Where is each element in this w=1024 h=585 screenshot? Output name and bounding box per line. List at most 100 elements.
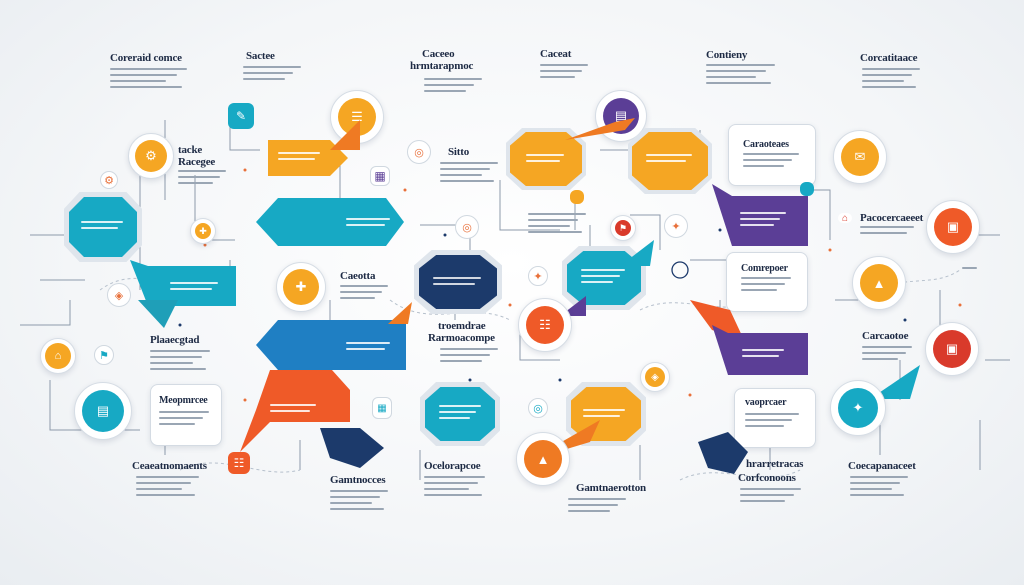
lightbulb-icon: ✚ xyxy=(283,269,319,305)
arrow-notch xyxy=(388,302,412,324)
small-marker xyxy=(800,182,814,196)
text-lines xyxy=(330,490,390,514)
icon-badge: ▣ xyxy=(926,200,980,254)
heading-right-5: vaoprcaer xyxy=(745,397,787,408)
text-lines xyxy=(862,346,914,364)
heading-mid-1: Sitto xyxy=(448,146,470,158)
icon-badge: ⌂ xyxy=(40,338,76,374)
flow-arrow-red xyxy=(690,300,744,340)
arrow-notch xyxy=(138,300,178,328)
star-icon: ◈ xyxy=(645,367,665,387)
flow-arrow-red xyxy=(240,370,350,452)
heading-top-6: Corcatitaace xyxy=(860,52,918,64)
heading-top-5: Contieny xyxy=(706,49,748,61)
pin-icon: ⚑ xyxy=(615,220,631,236)
text-lines xyxy=(150,350,212,374)
heading-bot-4: Gamtnaerotton xyxy=(576,482,646,494)
text-lines xyxy=(740,488,804,506)
process-node-navy xyxy=(419,255,497,309)
info-card: Comrepoer xyxy=(726,252,808,312)
icon-badge: ◈ xyxy=(640,362,670,392)
heading-left-1-sub: Racegee xyxy=(178,156,216,168)
gear-icon: ⚙ xyxy=(100,171,118,189)
headset-icon: ✦ xyxy=(838,388,878,428)
clipboard-icon: ▦ xyxy=(372,397,392,419)
arrow-notch xyxy=(870,365,920,399)
heading-bot-5-sub: Corfconoons xyxy=(738,472,796,484)
plus-icon: ✚ xyxy=(195,223,211,239)
process-node-orange xyxy=(510,132,582,186)
heading-right-1: Caraoteaes xyxy=(743,139,789,150)
note-icon: ⚙ xyxy=(135,140,167,172)
heading-bot-5: hrarretracas xyxy=(746,458,804,470)
user-icon: ⌂ xyxy=(45,343,71,369)
report-icon: ▣ xyxy=(933,330,971,368)
flow-arrow-blue xyxy=(256,320,406,370)
text-lines xyxy=(440,162,500,186)
flow-arrow-orange xyxy=(565,118,635,140)
heading-left-2: Plaaecgtad xyxy=(150,334,200,346)
icon-badge: ✦ xyxy=(830,380,886,436)
text-lines xyxy=(424,476,488,500)
icon-badge: ▣ xyxy=(925,322,979,376)
bulb-icon: ◎ xyxy=(407,140,431,164)
icon-badge: ▲ xyxy=(516,432,570,486)
text-lines xyxy=(568,498,628,516)
document-icon: ▤ xyxy=(82,390,124,432)
text-lines xyxy=(178,170,228,188)
heading-top-4: Caceat xyxy=(540,48,572,60)
flow-arrow-purple xyxy=(712,325,810,377)
globe-icon: ◎ xyxy=(528,398,548,418)
text-lines xyxy=(424,78,484,96)
text-lines xyxy=(243,66,303,84)
flow-arrow-navy xyxy=(320,428,384,468)
flow-arrow-teal xyxy=(256,198,404,246)
flow-arrow-teal xyxy=(130,260,236,306)
icon-badge: ✚ xyxy=(276,262,326,312)
heading-right-4: Carcaotoe xyxy=(862,330,909,342)
heading-left-3: Meopmrcee xyxy=(159,395,208,406)
text-lines xyxy=(110,68,190,92)
heading-bot-1: Ceaeatnomaents xyxy=(132,460,207,472)
document-icon: ✉ xyxy=(841,138,879,176)
icon-badge: ▲ xyxy=(852,256,906,310)
heading-bot-2: Gamtnocces xyxy=(330,474,386,486)
heading-left-1: tacke xyxy=(178,144,203,156)
heading-mid-3-sub: Rarmoacompe xyxy=(428,332,495,344)
text-lines xyxy=(706,64,778,88)
stack-icon: ▦ xyxy=(370,166,390,186)
icon-badge: ▤ xyxy=(74,382,132,440)
link-icon: ✦ xyxy=(664,214,688,238)
heading-bot-6: Coecapanaceet xyxy=(848,460,916,472)
rocket-icon: ▲ xyxy=(524,440,562,478)
text-lines xyxy=(440,348,500,366)
process-node-orange xyxy=(632,132,708,190)
icon-badge: ✚ xyxy=(190,218,216,244)
icon-badge: ⚙ xyxy=(128,133,174,179)
pin-icon: ⚑ xyxy=(94,345,114,365)
heading-top-1: Coreraid comce xyxy=(110,52,182,64)
small-marker xyxy=(570,190,584,204)
heading-mid-2: Caeotta xyxy=(340,270,376,282)
process-node-teal xyxy=(425,387,495,441)
heading-right-2: Pacocercaeeet xyxy=(860,212,924,224)
flow-arrow-navy xyxy=(698,432,748,474)
icon-badge: ☷ xyxy=(518,298,572,352)
heading-mid-3: troemdrae xyxy=(438,320,486,332)
text-lines xyxy=(528,213,588,237)
bolt-icon: ✦ xyxy=(528,266,548,286)
flow-arrow-purple xyxy=(712,184,812,252)
flow-arrow-orange xyxy=(268,132,348,184)
chart-icon: ◈ xyxy=(107,283,131,307)
arrow-notch xyxy=(330,120,360,150)
heading-right-3: Comrepoer xyxy=(741,263,788,274)
info-card: Caraoteaes xyxy=(728,124,816,186)
process-node-teal xyxy=(69,197,137,257)
icon-badge: ✉ xyxy=(833,130,887,184)
folder-icon: ⌂ xyxy=(838,213,852,224)
text-lines xyxy=(962,267,978,273)
document-icon: ▣ xyxy=(934,208,972,246)
target-icon: ◎ xyxy=(455,215,479,239)
heading-top-3-sub: hrmtarapmoc xyxy=(410,60,474,72)
